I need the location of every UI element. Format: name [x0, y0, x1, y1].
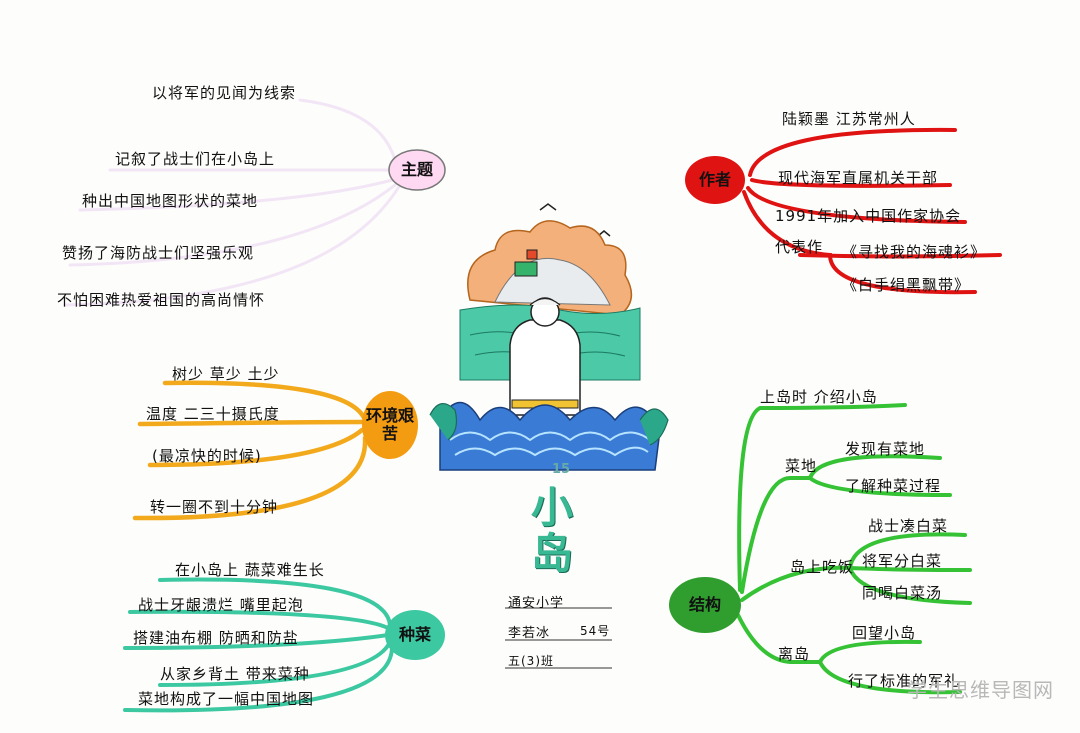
vegetables-node-shape [385, 610, 445, 660]
vegetables-item: 在小岛上 蔬菜难生长 [175, 561, 325, 579]
lesson-number: 15 [552, 462, 571, 477]
environment-item: 转一圈不到十分钟 [150, 498, 279, 516]
environment-node-label: 环境艰苦 [365, 406, 414, 443]
theme-node-label: 主题 [400, 160, 433, 179]
author-item: 现代海军直属机关干部 [778, 169, 939, 187]
vegetables-item: 从家乡背土 带来菜种 [160, 665, 310, 683]
structure-leaving-label: 离岛 [778, 645, 811, 663]
author-work: 《白手绢黑飘带》 [842, 276, 971, 294]
theme-item: 种出中国地图形状的菜地 [82, 192, 259, 210]
author-work: 《寻找我的海魂衫》 [842, 243, 987, 261]
structure-leaving-item: 回望小岛 [852, 624, 917, 642]
theme-item: 以将军的见闻为线索 [152, 84, 297, 102]
theme-branches [63, 98, 402, 307]
student-school: 通安小学 [508, 596, 565, 611]
lesson-title: 小岛 [530, 483, 573, 578]
author-node-label: 作者 [698, 170, 731, 189]
theme-item: 赞扬了海防战士们坚强乐观 [62, 244, 255, 262]
environment-item: 温度 二三十摄氏度 [146, 405, 280, 423]
environment-item: 树少 草少 土少 [172, 365, 280, 383]
student-info-lines [505, 607, 612, 669]
vegetables-branches [123, 577, 394, 713]
structure-arrival: 上岛时 介绍小岛 [760, 388, 878, 406]
student-number: 54号 [580, 624, 611, 638]
vegetables-node-label: 种菜 [398, 625, 431, 644]
structure-garden-item: 发现有菜地 [845, 440, 926, 458]
vegetables-item: 菜地构成了一幅中国地图 [138, 690, 315, 708]
structure-garden-item: 了解种菜过程 [845, 477, 942, 495]
watermark: 学生思维导图网 [907, 678, 1054, 702]
structure-dining-item: 将军分白菜 [862, 552, 943, 570]
theme-node-shape [388, 149, 446, 191]
author-item: 陆颖墨 江苏常州人 [782, 110, 916, 128]
author-branches [742, 127, 1002, 295]
structure-dining-item: 同喝白菜汤 [862, 584, 943, 602]
student-name: 李若冰 [508, 626, 551, 641]
structure-garden-label: 菜地 [785, 457, 818, 475]
student-class: 五(3)班 [508, 654, 554, 668]
structure-leaving-item: 行了标准的军礼 [848, 672, 961, 690]
structure-branches [736, 403, 972, 695]
structure-dining-label: 岛上吃饭 [790, 558, 855, 576]
environment-branches [132, 380, 368, 521]
environment-item: (最凉快的时候) [152, 447, 262, 465]
environment-node-shape [362, 391, 418, 459]
author-node-shape [685, 156, 745, 204]
structure-node-shape [669, 577, 741, 633]
structure-node-label: 结构 [688, 595, 721, 614]
island-illustration [429, 203, 669, 471]
theme-item: 不怕困难热爱祖国的高尚情怀 [57, 291, 266, 309]
theme-item: 记叙了战士们在小岛上 [115, 150, 276, 168]
vegetables-item: 搭建油布棚 防晒和防盐 [133, 629, 299, 647]
author-item: 代表作 [775, 238, 824, 256]
structure-dining-item: 战士凑白菜 [868, 517, 949, 535]
vegetables-item: 战士牙龈溃烂 嘴里起泡 [138, 596, 304, 614]
author-item: 1991年加入中国作家协会 [775, 207, 962, 225]
